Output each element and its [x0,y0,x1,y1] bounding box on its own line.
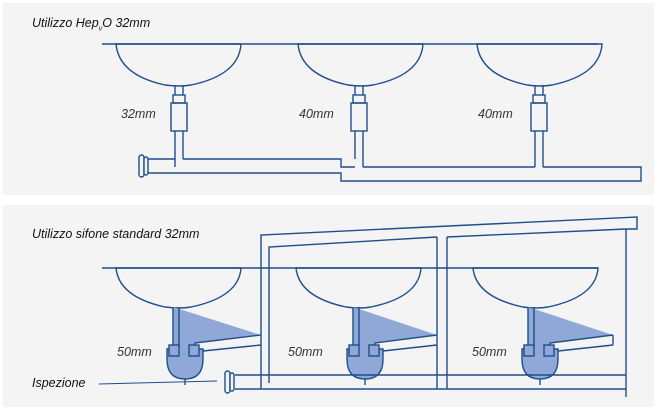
vent-stack-frame [260,216,638,397]
panel-title: Utilizzo sifone standard 32mm [32,227,200,241]
basin-1 [115,43,242,87]
siphon-2-nut [348,344,360,357]
pipe-diameter-label-3: 50mm [472,345,507,359]
inspection-cap [224,370,231,394]
valve-1-coupling [172,94,186,104]
pipe-diameter-label-1: 50mm [117,345,152,359]
pipe-diameter-label-3: 40mm [478,107,513,121]
basin-3 [472,267,599,309]
siphon-1 [166,307,262,380]
valve-3-coupling [532,94,546,104]
horizontal-drain-pipe [147,158,642,182]
hepvo-valve-3 [530,102,548,132]
standard-siphon-installation-diagram [98,216,638,397]
hepvo-installation-diagram [102,43,642,182]
basin-1 [115,267,242,309]
pipe-diameter-label-2: 50mm [288,345,323,359]
hepvo-valve-2 [350,102,368,132]
siphon-3 [521,307,614,380]
inspection-leader-line [98,380,218,385]
inspection-label: Ispezione [32,376,86,390]
pipe-diameter-label-2: 40mm [299,107,334,121]
panel-title: Utilizzo HepvO 32mm [32,16,151,33]
hepvo-installation-panel: Utilizzo HepvO 32mm 32mm 40mm 40mm [3,3,654,195]
basin-3 [476,43,603,87]
vent-divider-1 [436,237,448,389]
basin-2 [295,267,422,309]
horizontal-drain-pipe [235,374,626,390]
hepvo-valve-1 [170,102,188,132]
valve-2-coupling [352,94,366,104]
standard-siphon-installation-panel: Utilizzo sifone standard 32mm 50mm 50mm … [3,205,654,407]
siphon-3-nut [523,344,535,357]
basin-2 [297,43,424,87]
siphon-1-nut [168,344,180,357]
drain-end-cap [138,154,145,178]
siphon-2 [346,307,438,380]
pipe-diameter-label-1: 32mm [121,107,156,121]
